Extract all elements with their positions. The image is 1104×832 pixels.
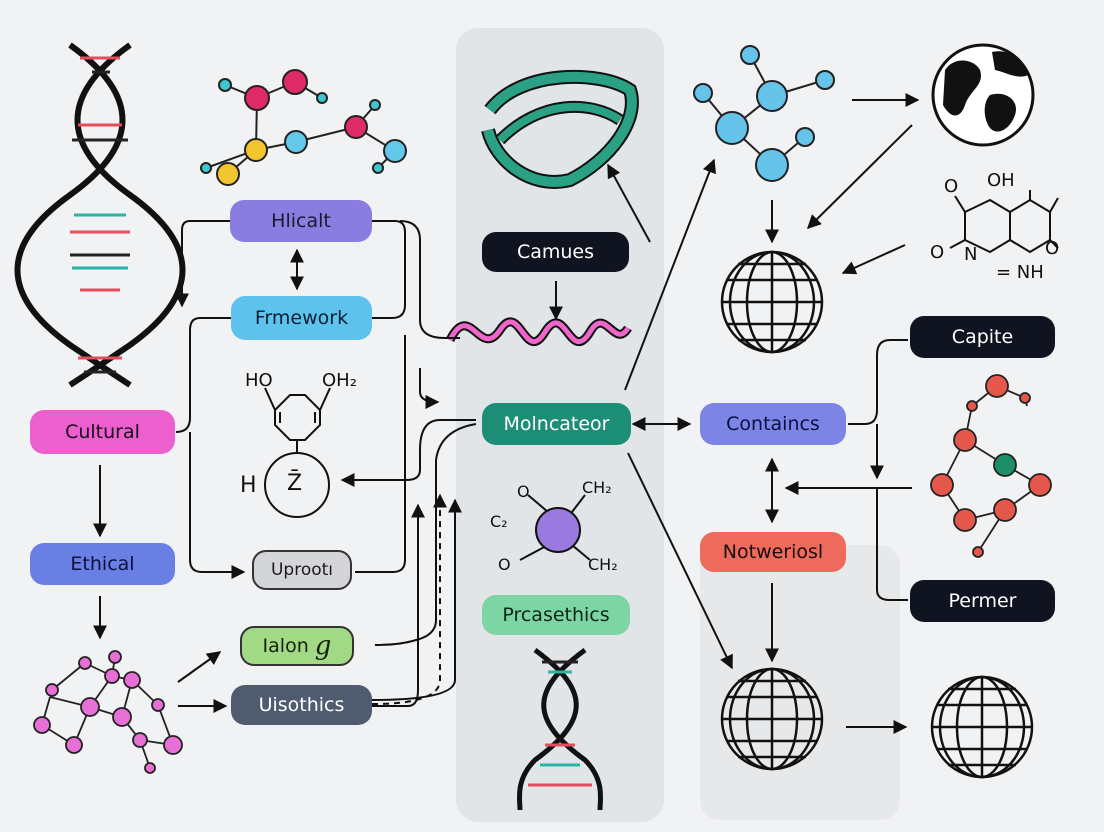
chem-label-ch2-top: CH₂ [582,478,612,497]
node-ialong[interactable]: Ialon g [240,626,354,666]
chem-label-c2: C₂ [490,512,508,531]
protein-ribbon-icon [481,69,639,189]
red-network-icon [930,374,1052,558]
chem-label-nh: = NH [996,262,1044,283]
connector-lines [93,93,920,734]
chem-label-ch2-bottom: CH₂ [588,555,618,574]
chem-label-o-left-bottom: O [498,555,511,574]
globe-wireframe-icon [720,667,824,771]
node-cultural[interactable]: Cultural [30,410,175,454]
molecule-purple-icon [519,494,591,561]
dna-helix-large-icon [14,42,186,388]
chem-label-z: Z̄ [287,471,303,496]
node-ialong-label: Ialon [262,635,309,657]
chem-label-n: N [964,244,978,265]
node-framework[interactable]: Frmework [231,296,372,340]
dna-helix-small-icon [516,647,604,811]
chemical-ring-icon [949,190,1059,254]
earth-globe-icon [931,43,1035,147]
hydroxyl-ring-icon [264,387,331,518]
node-prcasethics[interactable]: Prcasethics [482,595,630,635]
chem-label-oh2: OH₂ [322,370,357,391]
molecule-colorful-icon [200,69,407,186]
node-capite[interactable]: Capite [910,316,1055,358]
chem-label-h: H [240,473,257,498]
chem-label-ho: HO [245,370,273,391]
node-containcs[interactable]: Containcs [700,403,846,445]
chem-label-o-ring-top: O [944,176,959,197]
chem-label-o-ring-left: O [930,242,945,263]
pink-network-icon [33,650,183,774]
node-camues[interactable]: Camues [482,232,629,272]
node-hlicalt[interactable]: Hlicalt [230,200,372,242]
node-ialong-mark: g [314,631,332,661]
globe-wireframe-icon [720,250,824,354]
node-uisothics[interactable]: Uisothics [231,685,372,725]
globe-wireframe-icon [930,675,1034,779]
node-uproot[interactable]: Uprootı [252,550,352,590]
node-permer[interactable]: Permer [910,580,1055,622]
node-notweriosl[interactable]: Notweriosl [700,532,846,572]
node-ethical[interactable]: Ethical [30,543,175,585]
molecule-blue-icon [693,45,835,182]
chem-label-oh: OH [987,170,1015,191]
chem-label-o-ring-right: O [1045,238,1060,259]
pink-coil-icon [445,317,632,346]
node-molncateor[interactable]: Molncateor [482,403,631,445]
chem-label-o-left-top: O [517,482,530,501]
